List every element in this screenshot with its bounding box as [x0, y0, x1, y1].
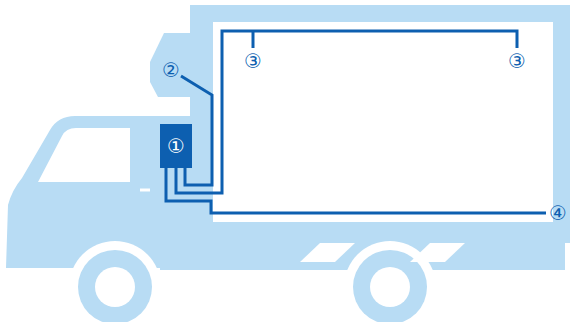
cargo-interior [213, 22, 553, 222]
callout-number: ④ [549, 203, 567, 223]
callout-number: ③ [508, 51, 526, 71]
control-unit [160, 124, 192, 168]
door-handle [140, 189, 150, 192]
callout-number: ① [167, 136, 185, 156]
underbody-detail [300, 243, 355, 262]
callout-number: ③ [244, 51, 262, 71]
underbody-detail [410, 243, 465, 262]
roof-fairing [150, 33, 195, 97]
cargo-box [190, 5, 570, 243]
callout-number: ② [162, 60, 180, 80]
pipes [166, 31, 546, 213]
wheels [60, 241, 445, 322]
cab-window [38, 128, 130, 182]
